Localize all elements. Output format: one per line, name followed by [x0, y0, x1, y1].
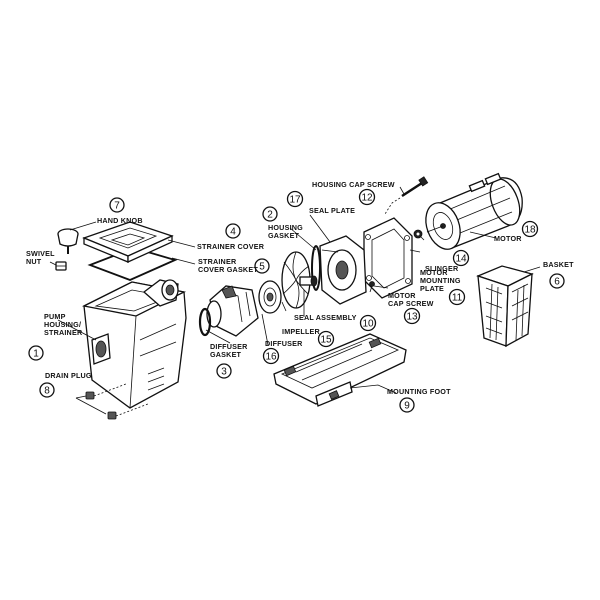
callout-10: 10 SEAL ASSEMBLY [294, 313, 377, 332]
svg-text:HAND KNOB: HAND KNOB [97, 216, 143, 225]
callout-6: 6 BASKET [543, 260, 574, 289]
svg-text:SEAL PLATE: SEAL PLATE [309, 206, 355, 215]
basket-drawing [476, 265, 534, 348]
svg-text:7: 7 [114, 201, 120, 212]
svg-text:18: 18 [524, 225, 536, 236]
svg-text:1: 1 [33, 349, 39, 360]
diffuser-drawing [258, 280, 282, 314]
diffuser-tube-drawing [206, 285, 259, 337]
svg-text:14: 14 [455, 254, 467, 265]
hand-knob-drawing [57, 228, 79, 254]
svg-text:MOTOR: MOTOR [420, 268, 448, 277]
callout-17: 17 SEAL PLATE [286, 190, 355, 215]
callout-18: 18 MOTOR [494, 220, 539, 243]
svg-text:CAP SCREW: CAP SCREW [388, 299, 434, 308]
svg-text:GASKET: GASKET [210, 350, 242, 359]
callout-5: 5 STRAINER COVER GASKET [198, 257, 270, 274]
callout-3: 3 DIFFUSER GASKET [210, 342, 248, 379]
seal-plate-drawing [319, 235, 367, 305]
svg-text:HOUSING CAP SCREW: HOUSING CAP SCREW [312, 180, 395, 189]
svg-text:STRAINER COVER: STRAINER COVER [197, 242, 265, 251]
callout-11: 11 MOTOR MOUNTING PLATE [420, 268, 466, 306]
svg-text:SLINGER: SLINGER [425, 264, 459, 273]
diffuser-gasket-drawing [198, 307, 212, 337]
svg-text:13: 13 [406, 312, 418, 323]
callout-13: 13 MOTOR CAP SCREW [388, 291, 434, 325]
svg-text:4: 4 [230, 227, 236, 238]
svg-text:PUMP: PUMP [44, 312, 66, 321]
motor-cap-screw-drawing [369, 281, 375, 293]
callout-8: 8 DRAIN PLUG [39, 371, 92, 398]
svg-text:MOTOR: MOTOR [494, 234, 522, 243]
svg-text:9: 9 [404, 401, 410, 412]
motor-drawing [425, 172, 523, 250]
svg-text:BASKET: BASKET [543, 260, 574, 269]
callout-9: 9 MOUNTING FOOT [387, 387, 451, 413]
svg-text:DIFFUSER: DIFFUSER [265, 339, 303, 348]
svg-text:IMPELLER: IMPELLER [282, 327, 321, 336]
callout-15: 15 IMPELLER [282, 327, 335, 348]
svg-text:MOUNTING: MOUNTING [420, 276, 461, 285]
leader-lines [49, 186, 541, 394]
svg-text:12: 12 [361, 193, 373, 204]
svg-text:6: 6 [554, 277, 560, 288]
svg-text:MOUNTING FOOT: MOUNTING FOOT [387, 387, 451, 396]
svg-text:17: 17 [289, 195, 301, 206]
svg-text:10: 10 [362, 319, 374, 330]
svg-text:SEAL ASSEMBLY: SEAL ASSEMBLY [294, 313, 357, 322]
svg-text:COVER GASKET: COVER GASKET [198, 265, 258, 274]
svg-text:DRAIN PLUG: DRAIN PLUG [45, 371, 92, 380]
callout-1: 1 PUMP HOUSING/ STRAINER [28, 312, 83, 361]
housing-gasket-drawing [311, 245, 321, 291]
housing-cap-screw-drawing [384, 176, 429, 215]
pump-housing-drawing [81, 279, 187, 409]
swivel-nut-drawing [55, 261, 67, 271]
callout-7: 7 HAND KNOB [97, 197, 143, 225]
impeller-drawing [281, 251, 311, 309]
svg-text:STRAINER: STRAINER [44, 328, 83, 337]
svg-text:16: 16 [265, 352, 277, 363]
svg-text:DIFFUSER: DIFFUSER [210, 342, 248, 351]
callout-14: 14 SLINGER [425, 249, 470, 273]
svg-text:11: 11 [452, 293, 463, 304]
mounting-foot-drawing [273, 333, 407, 407]
svg-text:8: 8 [44, 386, 50, 397]
callout-12: 12 HOUSING CAP SCREW [312, 180, 395, 206]
seal-assembly-drawing [299, 275, 318, 287]
callout-2: 2 HOUSING GASKET [262, 206, 303, 240]
svg-text:5: 5 [259, 262, 265, 273]
callout-swivel-nut: SWIVEL NUT [26, 249, 55, 266]
svg-text:HOUSING: HOUSING [268, 223, 303, 232]
svg-text:GASKET: GASKET [268, 231, 300, 240]
svg-text:HOUSING/: HOUSING/ [44, 320, 81, 329]
svg-text:MOTOR: MOTOR [388, 291, 416, 300]
svg-text:3: 3 [221, 367, 227, 378]
svg-text:NUT: NUT [26, 257, 42, 266]
callout-4: 4 STRAINER COVER [197, 223, 265, 251]
svg-text:15: 15 [320, 335, 332, 346]
callout-16: 16 DIFFUSER [262, 339, 303, 365]
drain-plug-drawing [75, 383, 149, 420]
svg-text:2: 2 [267, 210, 273, 221]
svg-text:STRAINER: STRAINER [198, 257, 237, 266]
svg-text:PLATE: PLATE [420, 284, 444, 293]
svg-text:SWIVEL: SWIVEL [26, 249, 55, 258]
strainer-cover-drawing [82, 221, 174, 264]
